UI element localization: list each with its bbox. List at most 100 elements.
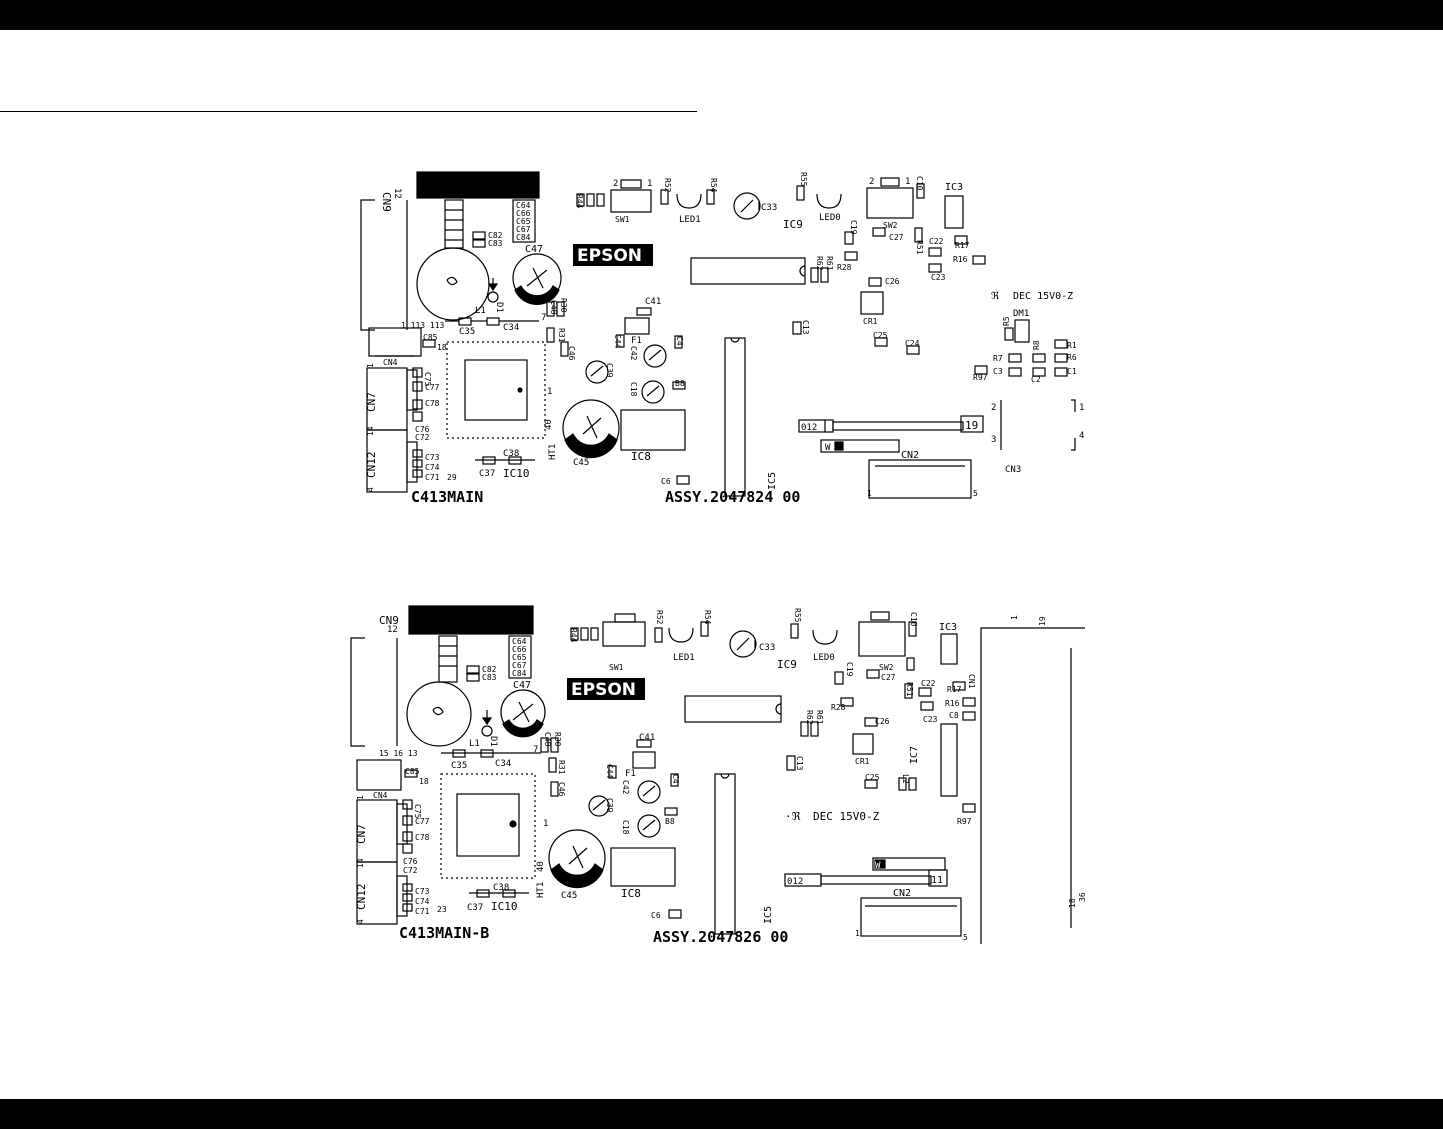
- label-c6-b: C6: [651, 911, 661, 920]
- label-r28: R28: [837, 263, 852, 272]
- label-pin14-b: 14: [356, 858, 365, 868]
- label-w-b: W: [875, 861, 881, 871]
- label-l1-b: L1: [469, 739, 480, 749]
- label-c37-b: C37: [467, 903, 483, 913]
- label-cn2-pin5-b: 5: [963, 933, 968, 942]
- label-c13: C13: [801, 320, 810, 335]
- label-r16-b: R16: [945, 699, 960, 708]
- label-sw1: SW1: [615, 215, 630, 224]
- label-r97-b: R97: [957, 817, 972, 826]
- label-pin18: 18: [437, 343, 447, 352]
- label-012: 012: [801, 423, 817, 433]
- label-c77: C77: [425, 383, 440, 392]
- label-cn3-pin1: 1: [1079, 403, 1084, 413]
- label-c1: C1: [1067, 367, 1077, 376]
- label-sw2: SW2: [883, 221, 898, 230]
- cr1: [860, 291, 884, 315]
- cn4-box: [368, 327, 422, 357]
- label-c19: C19: [849, 220, 858, 235]
- label-cn2: CN2: [901, 450, 919, 461]
- label-c25-b: C25: [865, 773, 880, 782]
- label-c83-b: C83: [482, 673, 497, 682]
- long-ic-horizontal: [690, 257, 806, 285]
- label-r51: R51: [915, 240, 924, 255]
- cn9-header: [416, 171, 540, 199]
- dm1: [1014, 319, 1030, 343]
- label-ic5-b: IC5: [763, 906, 774, 924]
- board-name-top: C413MAIN: [411, 488, 483, 506]
- label-sw2-pin1: 1: [905, 177, 910, 187]
- assy-number-top: ASSY.2047824 00: [665, 488, 800, 506]
- label-b8: B8: [675, 379, 685, 388]
- label-r30-b: R30: [553, 732, 562, 747]
- header-rule: [0, 111, 697, 112]
- label-c76-b: C76: [403, 857, 418, 866]
- label-c18: C18: [629, 382, 638, 397]
- label-r8: R8: [1032, 340, 1041, 350]
- label-c65: C65: [516, 217, 531, 226]
- label-c34-b: C34: [495, 759, 511, 769]
- ic5: [724, 337, 746, 497]
- label-c47: C47: [525, 244, 543, 255]
- label-c47-b: C47: [513, 680, 531, 691]
- label-cn-pin19-b: 19: [1038, 616, 1047, 626]
- label-012-b: 012: [787, 877, 803, 887]
- label-c38: C38: [503, 449, 519, 459]
- label-pin1-cn7: 1: [366, 363, 375, 368]
- label-c24: C24: [905, 339, 920, 348]
- epson-logo-box: [573, 244, 653, 266]
- label-c10: C10: [915, 176, 924, 191]
- label-r44: R44: [575, 194, 584, 209]
- label-c41-b: C41: [639, 733, 655, 743]
- label-w: W: [825, 443, 831, 453]
- label-c18-b: C18: [621, 820, 630, 835]
- label-pin29: 29: [447, 473, 457, 482]
- label-c4-b: C4: [671, 774, 680, 784]
- label-c66: C66: [516, 209, 531, 218]
- label-ic5: IC5: [767, 472, 778, 490]
- label-c3: C3: [993, 367, 1003, 376]
- label-sw2-pin2: 2: [869, 177, 874, 187]
- label-c23: C23: [931, 273, 946, 282]
- label-pin11-b: 11: [931, 875, 943, 886]
- label-c67-b: C67: [512, 661, 527, 670]
- label-c65-b: C65: [512, 653, 527, 662]
- label-sw1-pin1: 1: [647, 179, 652, 189]
- f1: [624, 317, 650, 335]
- label-c72: C72: [415, 433, 430, 442]
- label-r55: R55: [799, 172, 808, 187]
- epson-logo-text-b: EPSON: [571, 680, 636, 700]
- sw1: [610, 189, 652, 213]
- label-c82-b: C82: [482, 665, 497, 674]
- label-c73: C73: [425, 453, 440, 462]
- label-sw2-b: SW2: [879, 663, 894, 672]
- label-cn3-pin4: 4: [1079, 431, 1084, 441]
- label-cn9-pin: 12: [392, 188, 402, 199]
- label-c74-b: C74: [415, 897, 430, 906]
- label-pin7-b: 7: [533, 745, 538, 755]
- label-c39-b: C39: [605, 798, 614, 813]
- label-c26-b: C26: [875, 717, 890, 726]
- label-c33: C33: [761, 203, 777, 213]
- label-c35: C35: [459, 327, 475, 337]
- label-pin23-b: 23: [437, 905, 447, 914]
- label-ic8-b: IC8: [621, 887, 641, 900]
- label-ic8: IC8: [631, 450, 651, 463]
- label-b8-b: B8: [665, 817, 675, 826]
- label-pin7: 7: [541, 313, 546, 323]
- label-c77-b: C77: [415, 817, 430, 826]
- label-c4: C4: [675, 336, 684, 346]
- label-r16: R16: [953, 255, 968, 264]
- ul-text-b: DEC 15V0-Z: [813, 810, 880, 823]
- label-ic3-b: IC3: [939, 622, 957, 633]
- ic8: [620, 409, 686, 451]
- label-r6: R6: [1067, 353, 1077, 362]
- ic3: [944, 195, 964, 229]
- label-sw1-pin2: 2: [613, 179, 618, 189]
- pcb-svg-bottom: CN9 12 C64 C66 C65 C67 C84 C82 C83 C47 D…: [350, 605, 1085, 946]
- label-ic10-b: IC10: [491, 900, 518, 913]
- label-cn7-b: CN7: [355, 824, 368, 844]
- label-ic10: IC10: [503, 467, 530, 480]
- label-pin1-ic: 1: [547, 387, 552, 397]
- label-r1: R1: [1067, 341, 1077, 350]
